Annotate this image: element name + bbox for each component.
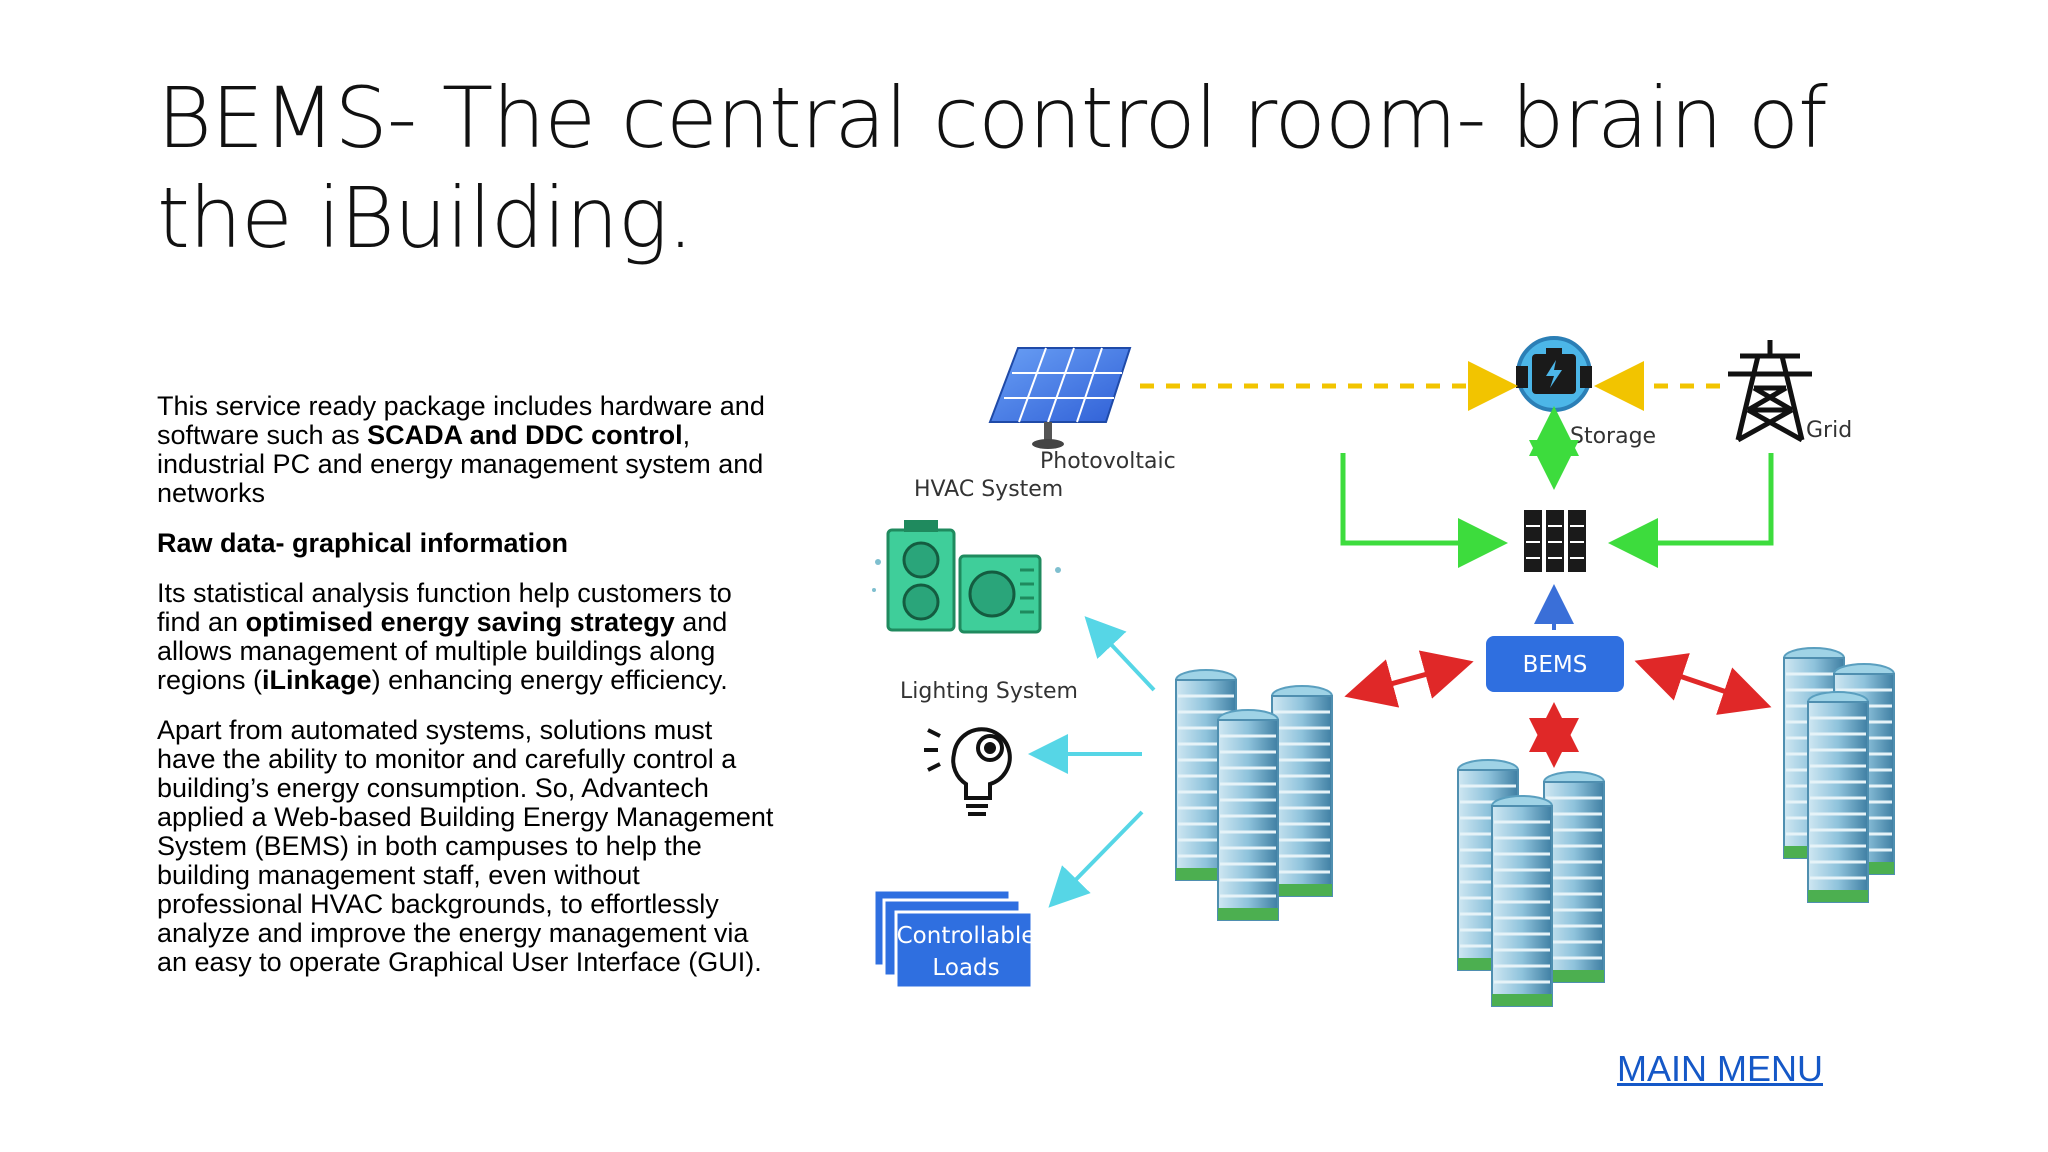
- hvac-label: HVAC System: [914, 477, 1063, 502]
- server-rack-icon: [1524, 510, 1586, 572]
- controllable-loads-label-2: Loads: [932, 955, 999, 981]
- building-icon: [1782, 630, 1918, 1030]
- building-to-hvac-arrow: [1084, 616, 1156, 692]
- bems-box: [1486, 636, 1624, 692]
- lighting-label: Lighting System: [900, 679, 1078, 704]
- main-menu-link[interactable]: MAIN MENU: [1617, 1048, 1823, 1089]
- building-icon: [1456, 758, 1606, 1008]
- storage-label: Storage: [1570, 424, 1656, 449]
- paragraph-3: Its statistical analysis function help c…: [157, 578, 732, 695]
- paragraph-2: Raw data- graphical information: [157, 528, 569, 558]
- slide-title: BEMS- The central control room- brain of…: [157, 69, 1828, 267]
- bems-right-building-arrow: [1634, 653, 1772, 715]
- grid-label: Grid: [1806, 418, 1852, 443]
- lightbulb-gear-icon: [924, 727, 1012, 816]
- hvac-unit-icon: [872, 520, 1061, 634]
- building-icon: [1174, 668, 1334, 922]
- power-tower-icon: [1728, 340, 1812, 443]
- bems-left-building-arrow: [1344, 650, 1474, 708]
- battery-storage-icon: [1516, 336, 1592, 412]
- paragraph-1: This service ready package includes hard…: [157, 391, 765, 508]
- body-text: This service ready package includes hard…: [157, 392, 777, 998]
- grid-to-controller-arrow: [1608, 453, 1774, 568]
- photovoltaic-label: Photovoltaic: [1040, 449, 1176, 474]
- controllable-loads-box: [872, 888, 1034, 990]
- pv-to-controller-arrow: [1340, 453, 1508, 568]
- controllable-loads-label-1: Controllable: [897, 923, 1036, 949]
- bems-diagram: Photovoltaic Storage Grid: [872, 336, 1918, 1030]
- paragraph-4: Apart from automated systems, solutions …: [157, 715, 774, 977]
- solar-panel-icon: [988, 347, 1132, 449]
- building-to-loads-arrow: [1048, 810, 1144, 908]
- bems-label: BEMS: [1523, 652, 1588, 678]
